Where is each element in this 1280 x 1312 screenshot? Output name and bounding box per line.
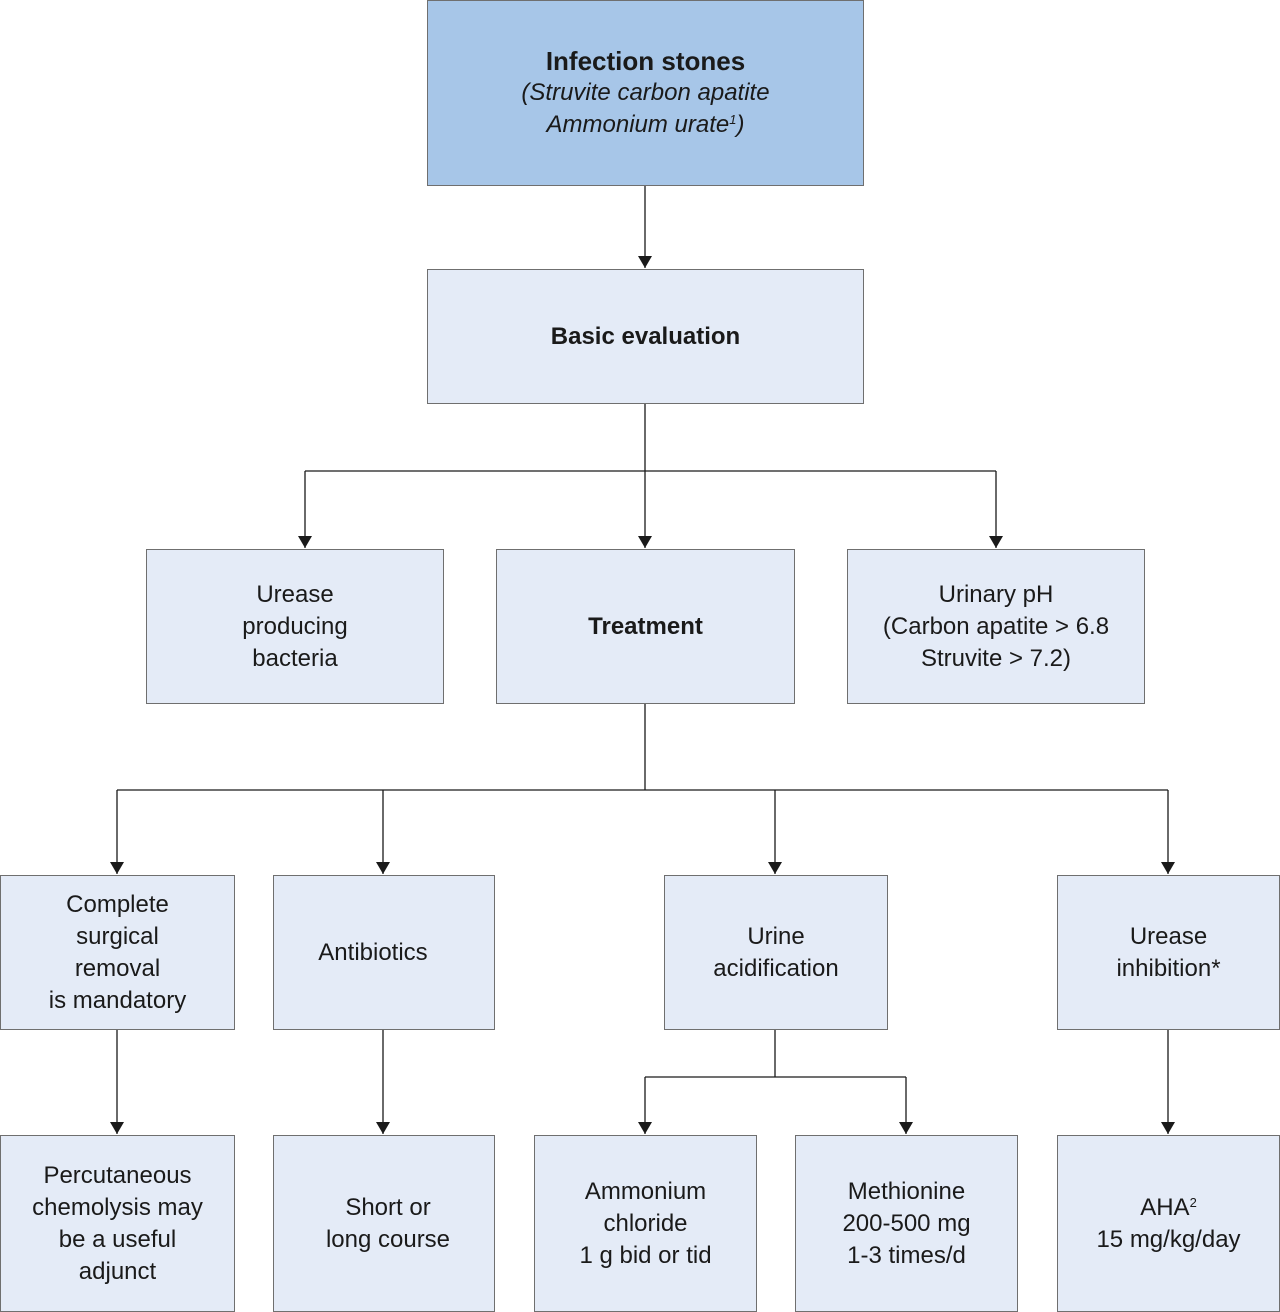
urease-bacteria-line: producing [242, 612, 348, 640]
methionine-line: 1-3 times/d [847, 1241, 966, 1269]
chemolysis-box: Percutaneous chemolysis may be a useful … [0, 1135, 235, 1312]
surgical-removal-line: removal [74, 954, 161, 982]
infection-stones-line1: (Struvite carbon apatite [521, 79, 770, 106]
chemolysis-line: chemolysis may [32, 1193, 203, 1221]
basic-evaluation-label: Basic evaluation [550, 322, 741, 350]
urease-inhibition-box: Urease inhibition* [1057, 875, 1280, 1030]
chemolysis-line: adjunct [78, 1257, 157, 1285]
antibiotics-box: Antibiotics [273, 875, 495, 1030]
antibiotics-label: Antibiotics [318, 938, 428, 966]
urine-acidification-box: Urine acidification [664, 875, 888, 1030]
course-line: long course [325, 1225, 451, 1253]
aha-label: AHA2 [1140, 1193, 1197, 1221]
surgical-removal-line: Complete [66, 890, 169, 918]
treatment-box: Treatment [496, 549, 795, 704]
urinary-ph-box: Urinary pH (Carbon apatite > 6.8 Struvit… [847, 549, 1145, 704]
urinary-ph-line: Urinary pH [938, 580, 1054, 608]
basic-evaluation-box: Basic evaluation [427, 269, 864, 404]
urine-acidification-line: Urine [747, 922, 805, 950]
urease-inhibition-line: Urease [1129, 922, 1208, 950]
urine-acidification-line: acidification [713, 954, 839, 982]
urease-inhibition-line: inhibition* [1116, 954, 1221, 982]
methionine-line: 200-500 mg [842, 1209, 971, 1237]
footnote-2-marker: 2 [1189, 1194, 1197, 1210]
aha-box: AHA2 15 mg/kg/day [1057, 1135, 1280, 1312]
urinary-ph-line: Struvite > 7.2) [920, 644, 1072, 672]
urinary-ph-line: (Carbon apatite > 6.8 [882, 612, 1110, 640]
infection-stones-box: Infection stones (Struvite carbon apatit… [427, 0, 864, 186]
surgical-removal-line: surgical [76, 922, 159, 950]
methionine-line: Methionine [847, 1177, 966, 1205]
infection-stones-title: Infection stones [545, 46, 746, 76]
treatment-label: Treatment [588, 612, 703, 640]
ammonium-chloride-line: chloride [603, 1209, 688, 1237]
surgical-removal-box: Complete surgical removal is mandatory [0, 875, 235, 1030]
urease-bacteria-line: bacteria [252, 644, 338, 672]
course-box: Short or long course [273, 1135, 495, 1312]
infection-stones-line2: Ammonium urate1) [546, 111, 745, 138]
surgical-removal-line: is mandatory [48, 986, 187, 1014]
chemolysis-line: be a useful [58, 1225, 177, 1253]
course-line: Short or [345, 1193, 431, 1221]
footnote-1-marker: 1 [729, 112, 737, 128]
methionine-box: Methionine 200-500 mg 1-3 times/d [795, 1135, 1018, 1312]
ammonium-chloride-box: Ammonium chloride 1 g bid or tid [534, 1135, 757, 1312]
ammonium-chloride-line: Ammonium [584, 1177, 707, 1205]
urease-producing-bacteria-box: Urease producing bacteria [146, 549, 444, 704]
aha-dose: 15 mg/kg/day [1096, 1225, 1241, 1253]
chemolysis-line: Percutaneous [43, 1161, 192, 1189]
ammonium-chloride-line: 1 g bid or tid [579, 1241, 712, 1269]
urease-bacteria-line: Urease [256, 580, 334, 608]
